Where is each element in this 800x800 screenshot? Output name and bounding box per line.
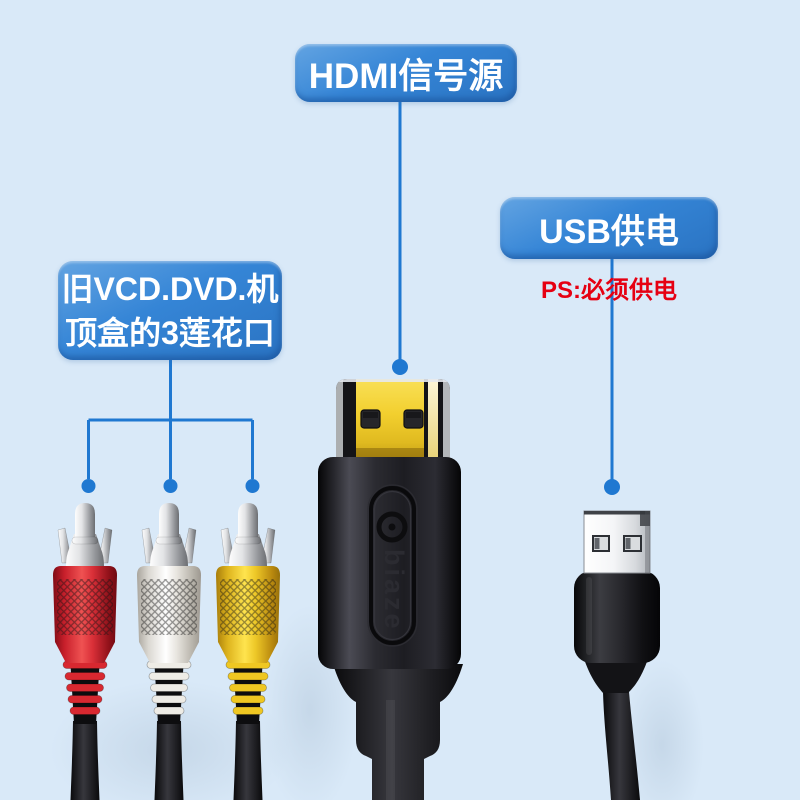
callout-usb-text: USB供电 xyxy=(539,212,679,251)
hdmi-emblem xyxy=(367,484,418,647)
pointer-dots xyxy=(81,359,620,495)
rca-cable xyxy=(154,721,184,800)
brand-logo-ring xyxy=(376,511,408,543)
rca-knurl-texture xyxy=(57,579,113,635)
hdmi-cable xyxy=(333,664,463,800)
callout-hdmi-text: HDMI信号源 xyxy=(308,56,504,96)
hdmi-body xyxy=(318,457,461,669)
rca-connector-yellow xyxy=(216,503,280,800)
usb-power-note-text: PS:必须供电 xyxy=(540,276,677,304)
brand-text: biaze xyxy=(379,549,409,632)
rca-cable xyxy=(233,721,263,800)
hdmi-connector: biaze xyxy=(318,379,463,800)
rca-connector-red xyxy=(53,503,117,800)
hdmi-pointer-dot xyxy=(392,359,408,375)
usb-power-note: PS:必须供电 xyxy=(500,272,718,304)
callout-rca-ports: 旧VCD.DVD.机 顶盒的3莲花口 xyxy=(58,261,282,360)
rca-knurl-texture xyxy=(220,579,276,635)
hdmi-gold-tip xyxy=(336,379,450,458)
usb-body xyxy=(574,571,660,663)
rca-pin xyxy=(75,503,95,541)
usb-metal-shell xyxy=(583,510,651,574)
callout-rca-line1: 旧VCD.DVD.机 xyxy=(61,270,279,307)
rca-bracket-lines xyxy=(87,358,254,479)
rca-pointer-dot-middle xyxy=(163,479,178,493)
callout-hdmi-source: HDMI信号源 xyxy=(295,44,517,102)
usb-strain-relief xyxy=(583,656,649,693)
rca-cable xyxy=(70,721,100,800)
hdmi-pin-holes xyxy=(360,409,424,429)
rca-pin xyxy=(238,503,258,541)
usb-cable xyxy=(603,692,640,800)
rca-connector-white xyxy=(137,503,201,800)
rca-pointer-dot-right xyxy=(245,479,260,493)
usb-pointer-dot xyxy=(604,479,620,495)
rca-knurl-texture xyxy=(141,579,197,635)
rca-pin xyxy=(159,503,179,541)
callout-usb-power: USB供电 xyxy=(500,197,718,259)
callout-pointers xyxy=(87,100,614,480)
rca-pointer-dot-left xyxy=(81,479,96,493)
callout-rca-line2: 顶盒的3莲花口 xyxy=(65,314,275,351)
usb-connector xyxy=(574,510,660,800)
rca-strain-ribs xyxy=(146,660,192,715)
